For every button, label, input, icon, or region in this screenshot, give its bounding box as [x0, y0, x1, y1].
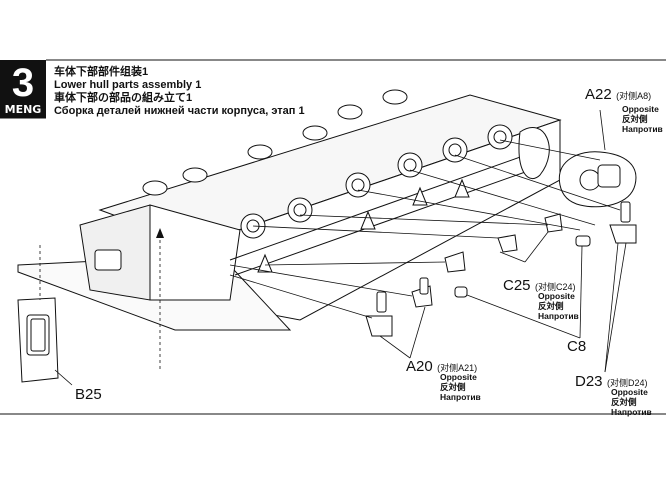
opposite-en-a20: Opposite — [440, 372, 477, 382]
callout-a20-notes: Opposite 反対側 Напротив — [440, 372, 481, 402]
opposite-ja-a22: 反対側 — [622, 114, 648, 124]
opposite-cn-c25: (对侧C24) — [534, 282, 576, 292]
shock-a20 — [365, 291, 393, 337]
callout-a22-notes: Opposite 反対側 Напротив — [622, 104, 663, 134]
title-en: Lower hull parts assembly 1 — [54, 79, 202, 91]
title-zh: 车体下部部件组装1 — [54, 66, 149, 78]
part-label-c8: C8 — [567, 338, 587, 355]
part-label-d23: D23 — [575, 373, 603, 390]
part-label-a22: A22 — [585, 86, 612, 103]
opposite-ru-c25: Напротив — [538, 311, 579, 321]
callout-d23: D23 (对侧D24) — [575, 373, 648, 391]
part-label-c25: C25 — [503, 277, 531, 294]
callout-a20: A20 (对侧A21) — [406, 358, 477, 376]
bump-stops — [257, 178, 470, 273]
part-label-b25: B25 — [75, 386, 102, 403]
callout-d23-notes: Opposite 反対側 Напротив — [611, 387, 652, 417]
callout-a22: A22 (对侧A8) — [585, 86, 651, 104]
opposite-ja-a20: 反対側 — [440, 382, 466, 392]
shock-d23 — [609, 201, 637, 244]
opposite-ru-a22: Напротив — [622, 124, 663, 134]
opposite-ru-a20: Напротив — [440, 392, 481, 402]
callout-c25-notes: Opposite 反対側 Напротив — [538, 291, 579, 321]
callout-c25: C25 (对侧C24) — [503, 277, 576, 295]
brackets — [411, 213, 591, 308]
opposite-en-d23: Opposite — [611, 387, 648, 397]
step-number: 3 — [11, 61, 35, 105]
lower-hull — [17, 89, 562, 331]
step-titles: 车体下部部件组装1 Lower hull parts assembly 1 車体… — [54, 66, 305, 118]
final-drive-a22 — [558, 151, 637, 208]
opposite-en-a22: Opposite — [622, 104, 659, 114]
part-label-a20: A20 — [406, 358, 433, 375]
opposite-ja-d23: 反対側 — [611, 397, 637, 407]
opposite-en-c25: Opposite — [538, 291, 575, 301]
title-ru: Сборка деталей нижней части корпуса, эта… — [54, 105, 305, 117]
opposite-ja-c25: 反対側 — [538, 301, 564, 311]
opposite-cn-a22: (对侧A8) — [616, 91, 652, 101]
brand-logo: MENG — [4, 103, 42, 116]
step-badge: 3 MENG — [0, 60, 46, 118]
opposite-cn-d23: (对侧D24) — [606, 378, 648, 388]
opposite-ru-d23: Напротив — [611, 407, 652, 417]
title-ja: 車体下部の部品の組み立て1 — [54, 92, 193, 104]
opposite-cn-a20: (对侧A21) — [437, 363, 478, 373]
plate-b25 — [17, 297, 59, 383]
